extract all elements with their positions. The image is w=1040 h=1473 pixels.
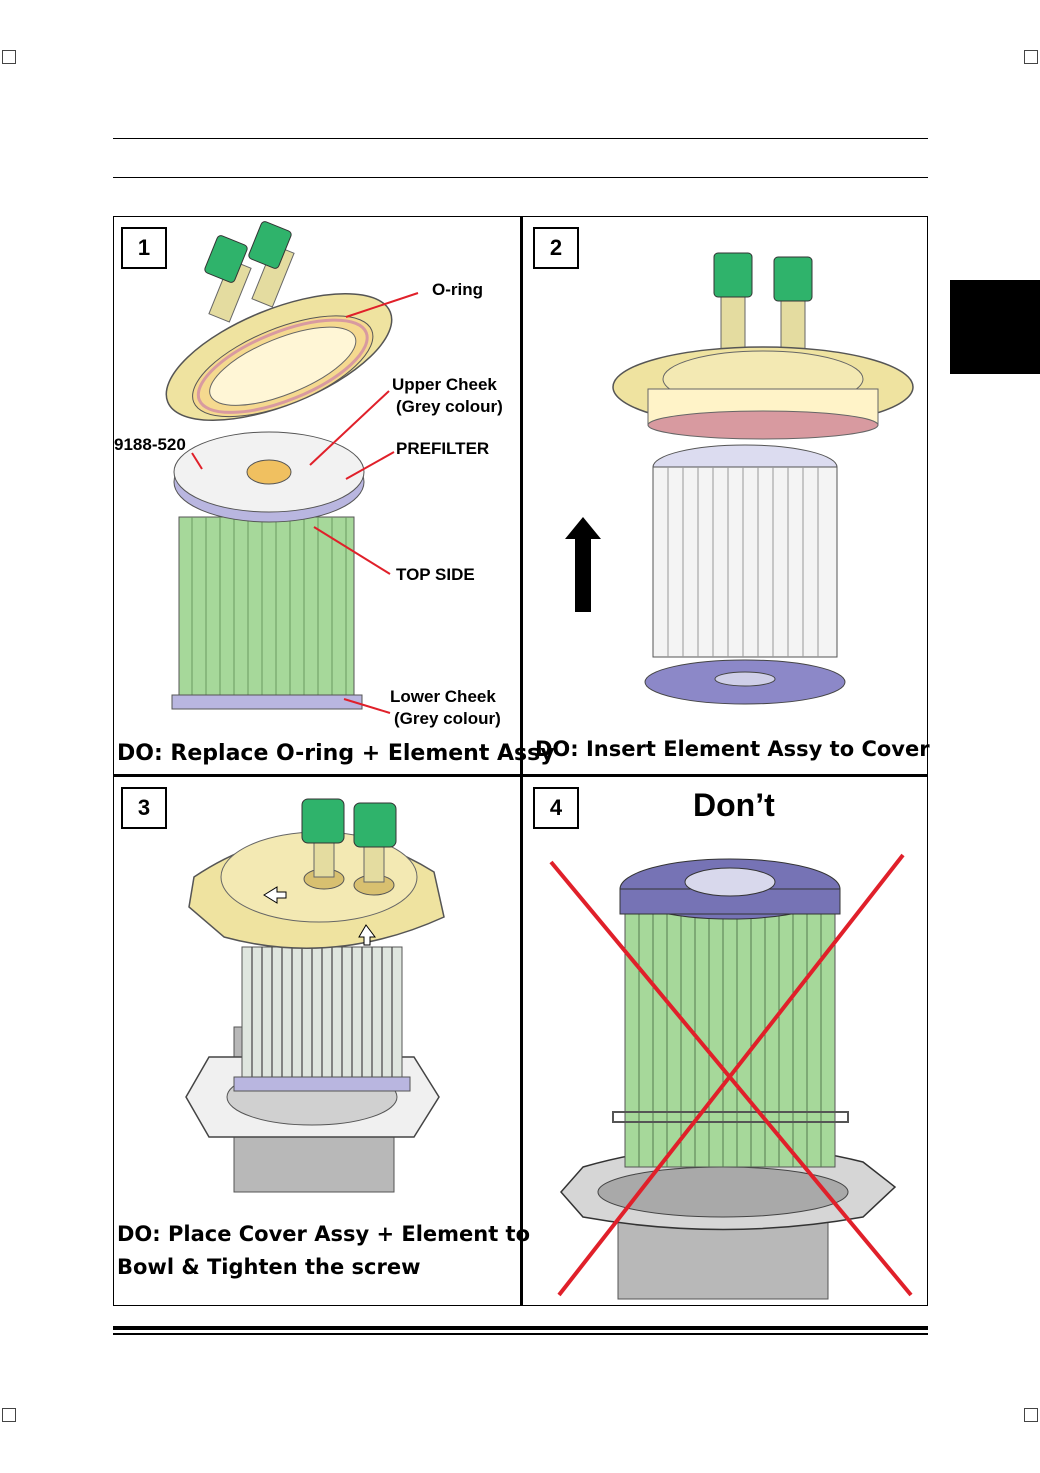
- label-prefilter: PREFILTER: [396, 439, 490, 458]
- crop-mark-bottom-left: [2, 1408, 16, 1422]
- label-upper-cheek: Upper Cheek: [392, 375, 497, 394]
- panel-caption: DO: Insert Element Assy to Cover: [535, 737, 930, 761]
- panel-number: 3: [121, 787, 167, 829]
- grid-divider-vertical: [520, 217, 523, 1305]
- panel-2: 2: [523, 217, 930, 774]
- panel-number: 4: [533, 787, 579, 829]
- label-lower-cheek: Lower Cheek: [390, 687, 496, 706]
- header-rule-bottom: [113, 177, 928, 178]
- header-rule-top: [113, 138, 928, 139]
- chapter-tab-marker: [950, 280, 1040, 374]
- label-top-side: TOP SIDE: [396, 565, 475, 584]
- panel-caption-line2: Bowl & Tighten the screw: [117, 1255, 421, 1279]
- crop-mark-bottom-right: [1024, 1408, 1038, 1422]
- instruction-grid: 1: [113, 216, 930, 1306]
- crop-mark-top-left: [2, 50, 16, 64]
- dont-heading: Don’t: [693, 787, 775, 823]
- grid-divider-horizontal: [114, 774, 927, 777]
- footer-rule-thick: [113, 1326, 928, 1330]
- panel-number: 2: [533, 227, 579, 269]
- panel-number: 1: [121, 227, 167, 269]
- panel-caption-line1: DO: Place Cover Assy + Element to: [117, 1222, 531, 1246]
- insert-element-illustration: [565, 252, 914, 705]
- incorrect-assembly-illustration: [549, 853, 913, 1300]
- label-lower-cheek-colour: (Grey colour): [394, 709, 501, 728]
- footer-rule-thin: [113, 1333, 928, 1335]
- label-upper-cheek-colour: (Grey colour): [396, 397, 503, 416]
- label-part-number: 9188-520: [114, 435, 186, 454]
- panel-4: 4 Don’t: [523, 777, 926, 1305]
- panel-3: 3: [114, 777, 530, 1305]
- cover-and-element-illustration: [165, 221, 419, 714]
- panel-caption: DO: Replace O-ring + Element Assy: [117, 741, 555, 766]
- label-oring: O-ring: [432, 280, 483, 299]
- crop-mark-top-right: [1024, 50, 1038, 64]
- place-cover-illustration: [185, 798, 445, 1193]
- panel-1: 1: [114, 217, 555, 774]
